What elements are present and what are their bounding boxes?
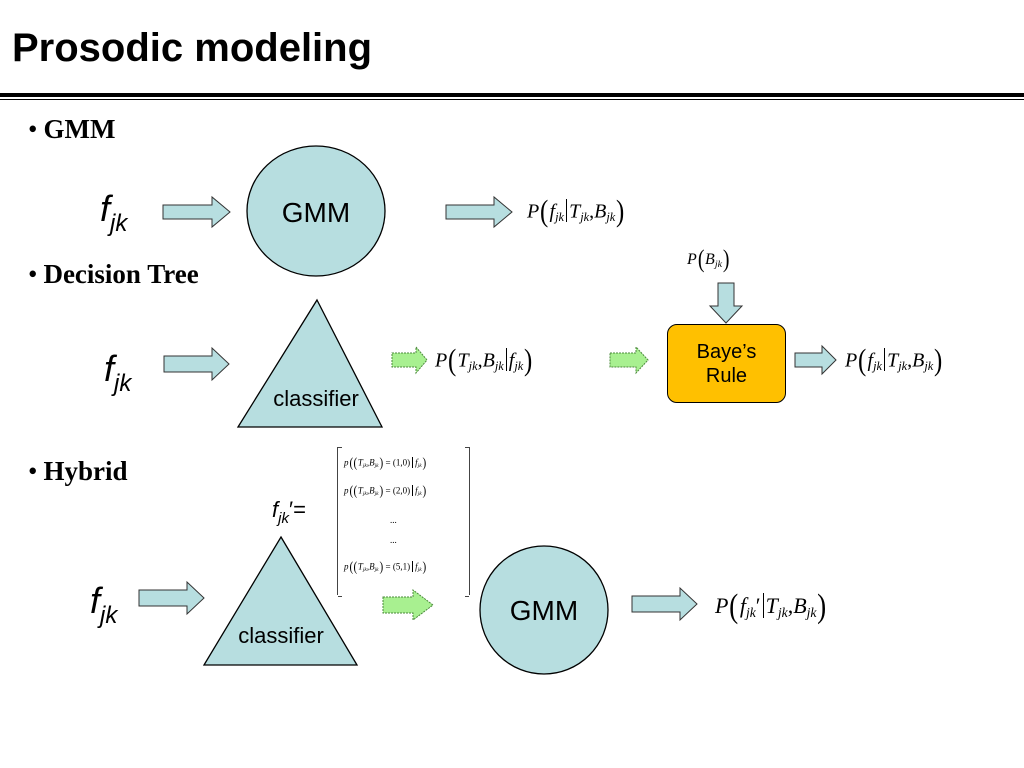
bullet-gmm-label: GMM [43, 114, 116, 144]
classifier-1-label: classifier [273, 386, 359, 411]
feature-prime-label: fjk′= [272, 497, 306, 527]
page-title: Prosodic modeling [12, 26, 373, 70]
gmm-circle-2-label: GMM [510, 595, 578, 626]
arrow-prior-down [708, 282, 744, 324]
gmm-circle-2 [479, 545, 609, 675]
arrow-hybrid-out [631, 586, 698, 622]
matrix-row-3: ... [390, 515, 397, 525]
green-arrow-hybrid [382, 589, 434, 621]
green-arrow-tree-2 [609, 345, 649, 375]
feature-label-tree: fjk [104, 348, 132, 397]
feature-label-gmm: fjk [100, 188, 128, 237]
bayes-label-line1: Baye’s [696, 340, 757, 363]
formula-prior: P(Bjk) [687, 246, 730, 273]
matrix-row-5: p((Tjk,Bjk) = (5,1)fjk) [344, 560, 426, 575]
matrix-row-1: p((Tjk,Bjk) = (1,0)fjk) [344, 456, 426, 471]
title-rule-thick [0, 93, 1024, 97]
bullet-gmm: •GMM [28, 114, 115, 145]
bayes-label-line2: Rule [705, 364, 748, 387]
classifier-triangle-2 [202, 535, 359, 666]
title-rule-thin [0, 99, 1024, 100]
matrix-row-4: ... [390, 535, 397, 545]
bullet-decision-tree: •Decision Tree [28, 259, 199, 290]
bayes-rule-box: Baye’s Rule [667, 324, 786, 403]
bullet-decision-tree-label: Decision Tree [43, 259, 199, 289]
classifier-2-label: classifier [238, 623, 324, 648]
matrix-row-2: p((Tjk,Bjk) = (2,0)fjk) [344, 484, 426, 499]
bullet-hybrid-label: Hybrid [43, 456, 128, 486]
bullet-hybrid: •Hybrid [28, 456, 127, 487]
posterior-vector-matrix: p((Tjk,Bjk) = (1,0)fjk) p((Tjk,Bjk) = (2… [337, 447, 470, 597]
feature-label-hybrid: fjk [90, 580, 118, 629]
arrow-gmm-in [162, 195, 231, 229]
bullet-dot: • [28, 114, 38, 144]
arrow-tree-in [163, 346, 230, 382]
gmm-circle-1-label: GMM [282, 197, 350, 228]
green-arrow-tree-1 [391, 345, 428, 375]
bullet-dot: • [28, 259, 38, 289]
gmm-circle-1 [246, 145, 386, 277]
classifier-triangle-1 [236, 298, 384, 428]
formula-hybrid-output: P(fjk′Tjk,Bjk) [715, 588, 827, 625]
bullet-dot: • [28, 456, 38, 486]
arrow-hybrid-in [138, 580, 205, 616]
arrow-gmm-out [445, 195, 513, 229]
arrow-bayes-out [794, 344, 837, 376]
